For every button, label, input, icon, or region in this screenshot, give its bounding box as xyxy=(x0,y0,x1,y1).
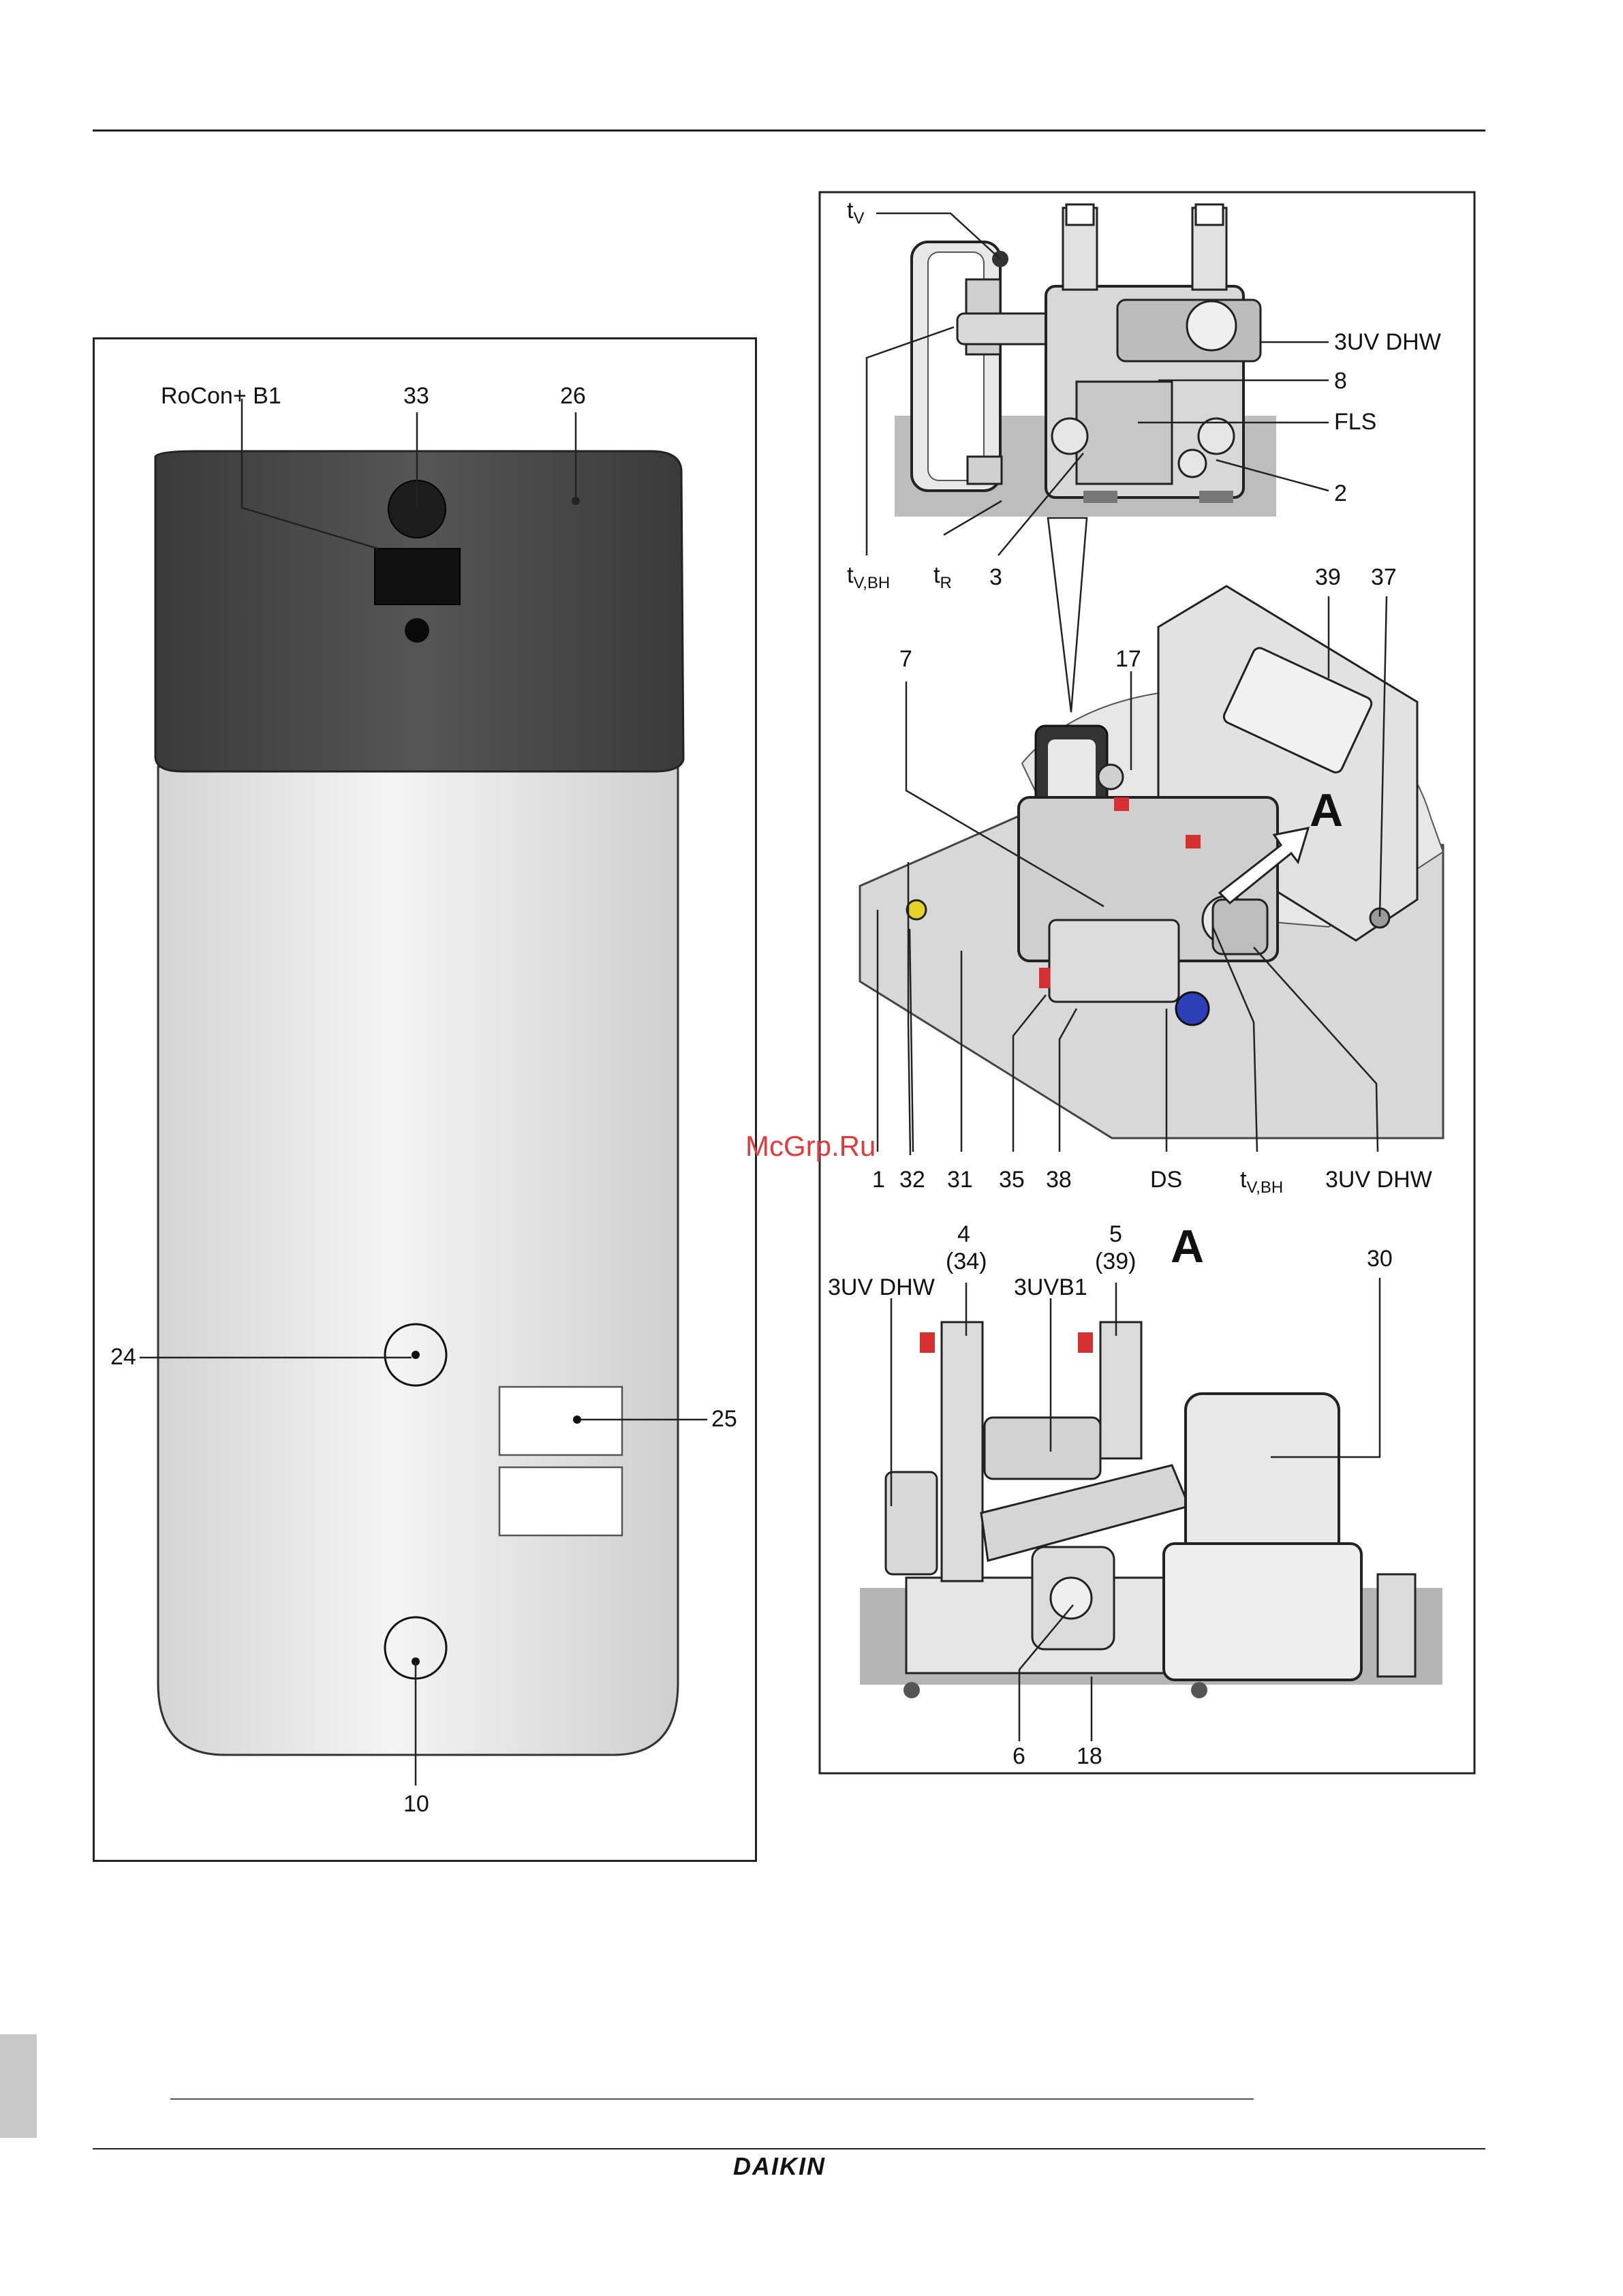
label-24: 24 xyxy=(110,1344,136,1371)
label-39-top: 39 xyxy=(1315,564,1341,591)
label-35: 35 xyxy=(999,1167,1025,1193)
rocon-display xyxy=(375,549,460,604)
view-a-title: A xyxy=(1171,1220,1204,1273)
label-7: 7 xyxy=(899,646,912,673)
label-tv: tV xyxy=(847,198,864,228)
type-plate-lower xyxy=(499,1467,622,1535)
label-3uv-dhw-top: 3UV DHW xyxy=(1334,329,1441,356)
view-a-illustration xyxy=(860,1322,1442,1698)
label-6: 6 xyxy=(1013,1743,1025,1770)
view-a-marker: A xyxy=(1310,784,1343,837)
label-34-paren: (34) xyxy=(946,1249,987,1275)
label-fls: FLS xyxy=(1334,409,1376,435)
label-4: 4 xyxy=(957,1221,970,1248)
cap-small-hole xyxy=(405,618,429,643)
tank-body xyxy=(158,767,678,1755)
label-tvbh-mid: tV,BH xyxy=(1240,1167,1283,1197)
label-38: 38 xyxy=(1046,1167,1072,1193)
label-10: 10 xyxy=(403,1791,429,1818)
label-32: 32 xyxy=(899,1167,925,1193)
label-17: 17 xyxy=(1115,646,1141,673)
label-39-paren: (39) xyxy=(1095,1249,1136,1275)
label-rocon-b1: RoCon+ B1 xyxy=(161,383,281,410)
label-33: 33 xyxy=(403,383,429,410)
label-3uv-dhw-a: 3UV DHW xyxy=(828,1274,935,1301)
watermark: McGrp.Ru xyxy=(745,1130,876,1163)
top-detail-illustration xyxy=(895,204,1276,517)
label-3uvb1: 3UVB1 xyxy=(1014,1274,1087,1301)
type-plate-25 xyxy=(499,1387,622,1455)
label-37: 37 xyxy=(1371,564,1397,591)
label-2: 2 xyxy=(1334,480,1347,507)
label-5: 5 xyxy=(1109,1221,1122,1248)
label-30: 30 xyxy=(1367,1246,1393,1272)
label-26: 26 xyxy=(560,383,586,410)
label-tvbh-top: tV,BH xyxy=(847,562,890,593)
label-8: 8 xyxy=(1334,368,1347,395)
page-thumb-tab xyxy=(0,2034,37,2138)
label-ds: DS xyxy=(1150,1167,1182,1193)
label-tr: tR xyxy=(933,562,952,593)
label-3uv-dhw-mid: 3UV DHW xyxy=(1325,1167,1432,1193)
label-1: 1 xyxy=(872,1167,885,1193)
middle-view-illustration xyxy=(860,586,1443,1138)
label-18: 18 xyxy=(1077,1743,1102,1770)
label-3: 3 xyxy=(989,564,1002,591)
daikin-logo: DAIKIN xyxy=(733,2152,826,2181)
label-31: 31 xyxy=(947,1167,973,1193)
label-25: 25 xyxy=(711,1406,737,1433)
